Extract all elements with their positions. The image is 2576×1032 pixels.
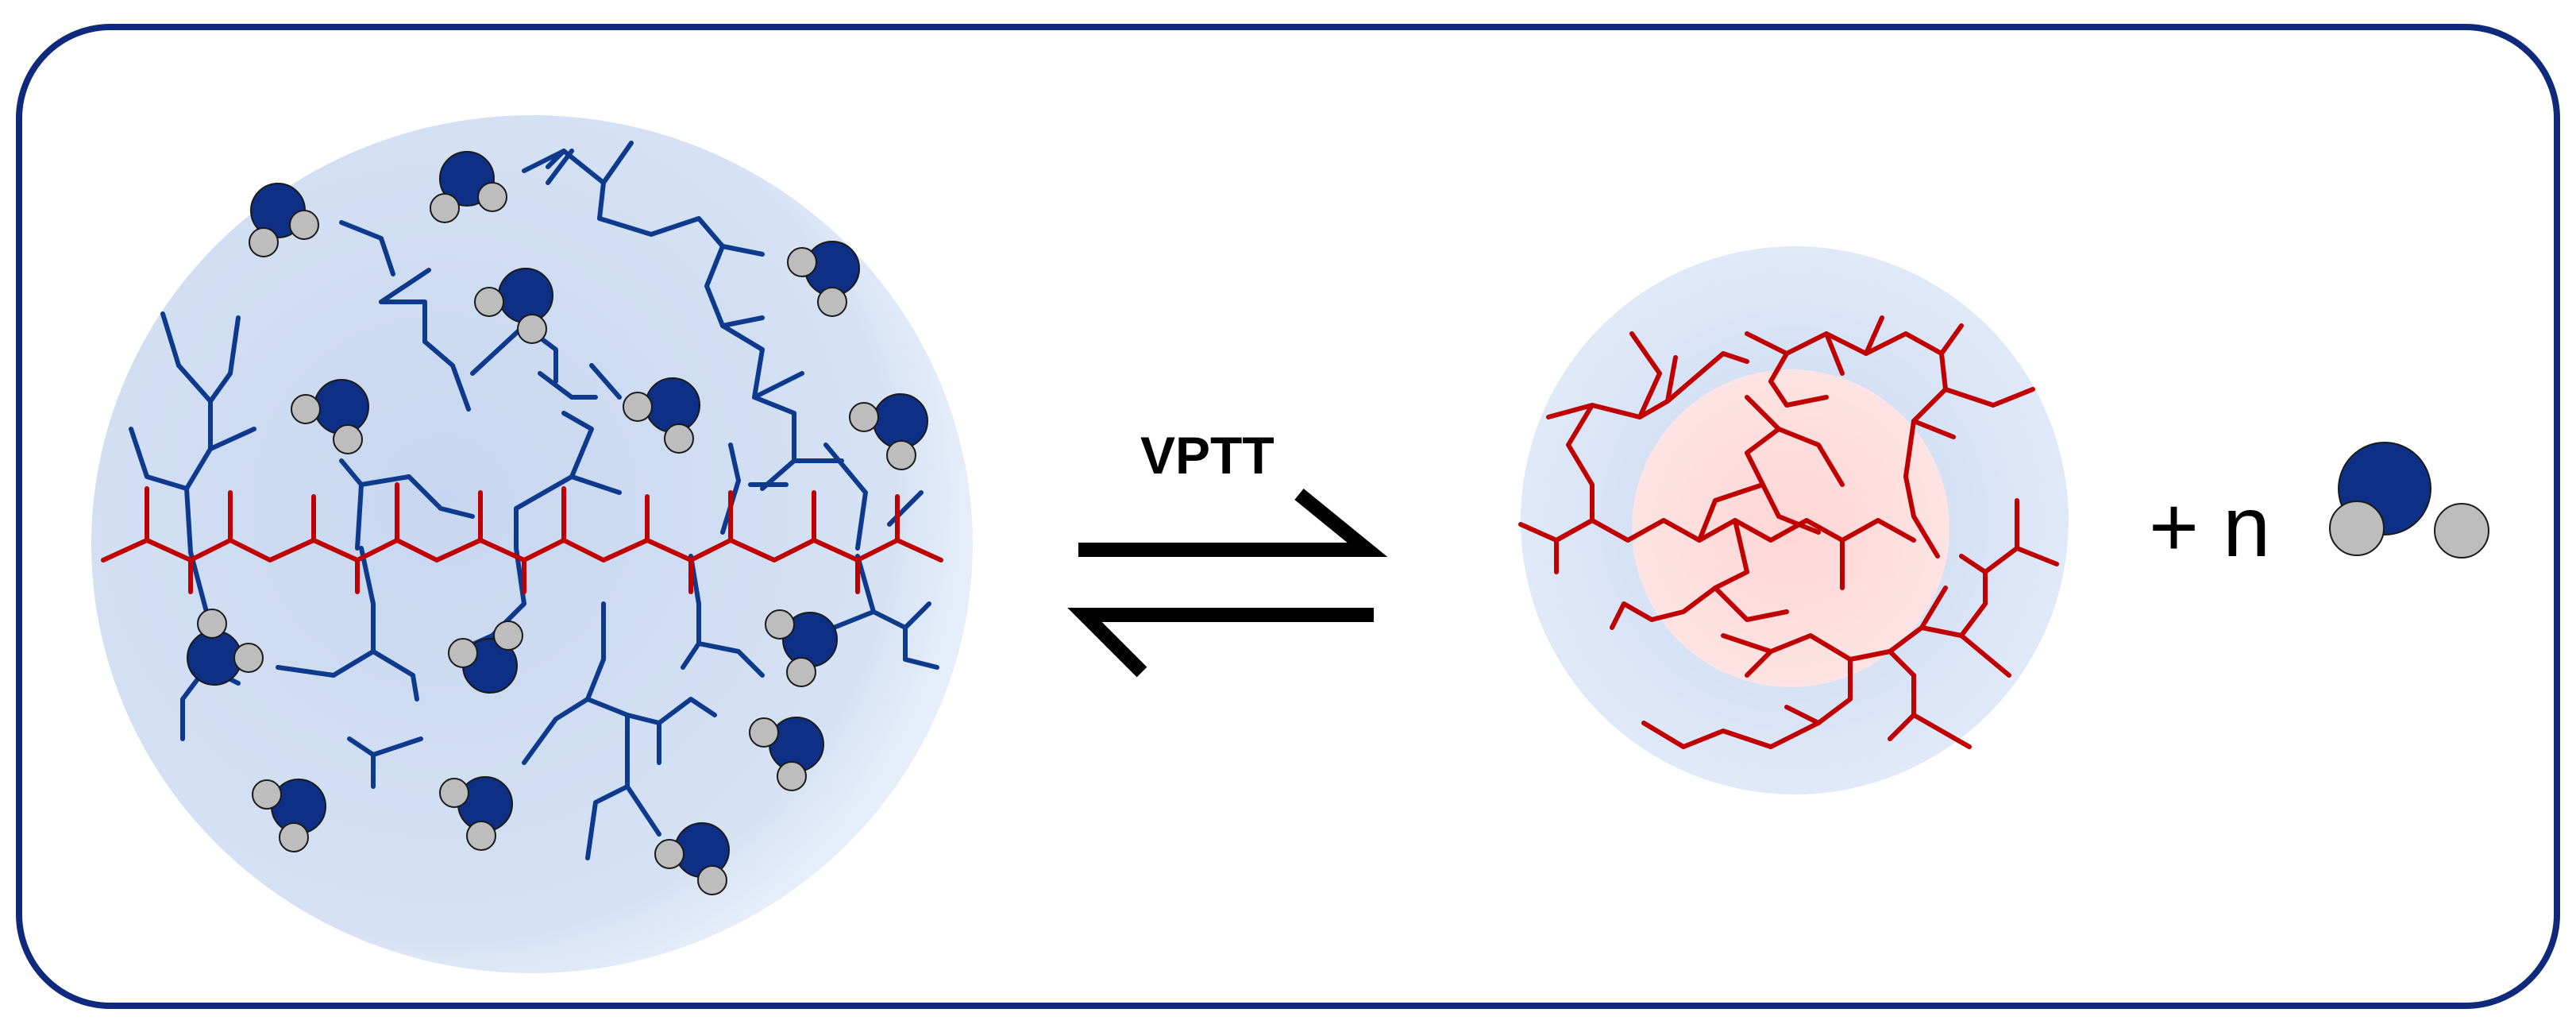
water-molecule-icon (765, 609, 838, 687)
equilibrium-arrows (1067, 489, 1388, 678)
water-molecule-icon (291, 379, 369, 454)
forward-arrow (1078, 489, 1388, 557)
reverse-arrow (1067, 608, 1374, 678)
water-molecule-icon (849, 393, 928, 470)
hydrophobic-backbone (101, 482, 943, 594)
vptt-label: VPTT (1140, 426, 1275, 485)
water-molecule-icon (787, 241, 860, 317)
swollen-sphere (91, 115, 973, 973)
water-molecule-icon (2329, 442, 2489, 559)
water-molecule-icon (654, 822, 730, 895)
collapsed-particle (1518, 246, 2069, 794)
hydrophilic-chains (129, 141, 939, 860)
water-molecule-icon (623, 377, 700, 454)
water-molecule-icon (249, 183, 319, 257)
water-molecule-icon (749, 717, 824, 791)
water-molecule-icon (430, 151, 507, 223)
water-molecule-icon (448, 620, 523, 694)
water-molecule-icon (187, 609, 264, 686)
water-molecule-icon (474, 268, 553, 344)
water-molecule-icon (252, 779, 326, 852)
water-molecule-icon (439, 776, 513, 851)
product-coefficient: + n (2149, 478, 2270, 574)
collapsed-chains (1518, 315, 2059, 749)
water-molecules (187, 151, 928, 895)
swollen-particle (91, 115, 973, 973)
